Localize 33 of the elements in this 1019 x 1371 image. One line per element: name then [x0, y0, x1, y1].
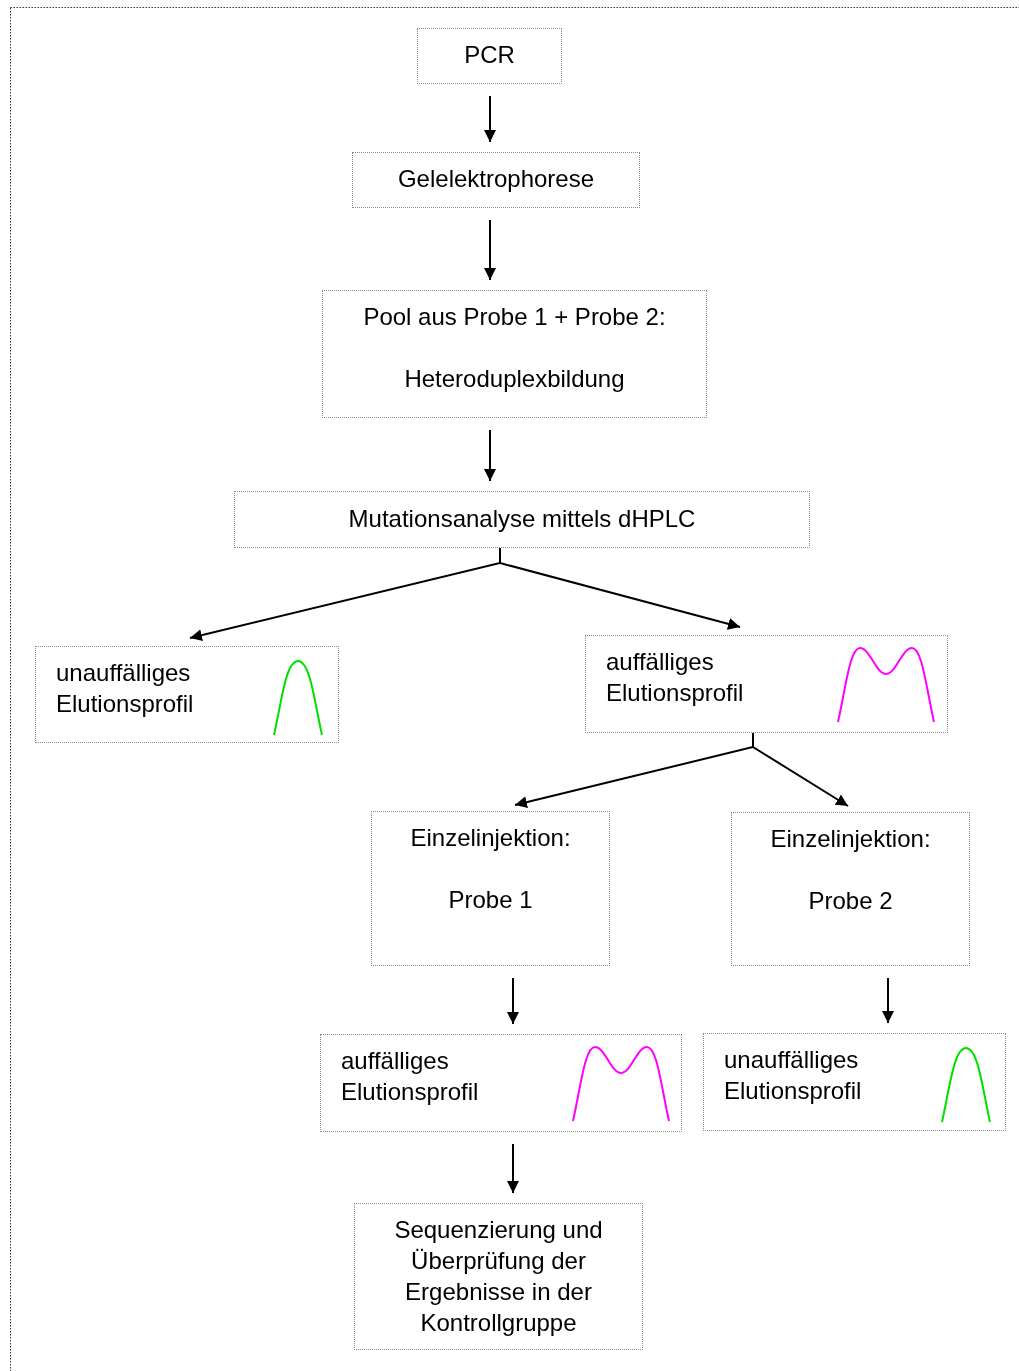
process-box — [417, 28, 562, 84]
box-text: Mutationsanalyse mittels dHPLC — [347, 504, 697, 534]
box-text: Pool aus Probe 1 + Probe 2: — [362, 302, 667, 332]
process-box — [703, 1033, 1006, 1131]
box-text: Heteroduplexbildung — [403, 364, 626, 394]
arrow — [484, 95, 496, 143]
process-box — [35, 646, 339, 743]
process-box — [322, 290, 707, 418]
process-box — [585, 635, 948, 733]
arrow — [507, 977, 519, 1025]
box-text: Einzelinjektion: — [409, 823, 572, 853]
box-text: unauffälliges Elutionsprofil — [724, 1045, 863, 1106]
arrow — [882, 977, 894, 1024]
arrow — [752, 732, 849, 807]
box-text: Probe 1 — [447, 885, 534, 915]
process-box — [320, 1034, 682, 1132]
box-text: Sequenzierung und Überprüfung der Ergebnisse in der Kontrollgruppe — [393, 1215, 604, 1338]
box-text: unauffälliges Elutionsprofil — [56, 658, 195, 719]
arrow — [484, 219, 496, 281]
process-box — [352, 152, 640, 208]
arrow — [499, 547, 741, 630]
arrow — [484, 429, 496, 482]
arrow — [507, 1143, 519, 1194]
box-text: auffälliges Elutionsprofil — [341, 1046, 480, 1107]
process-box — [234, 491, 810, 548]
box-text: PCR — [463, 40, 516, 70]
box-text: Einzelinjektion: — [769, 824, 932, 854]
process-box — [731, 812, 970, 966]
process-box — [354, 1203, 643, 1350]
box-text: Probe 2 — [807, 886, 894, 916]
box-text: auffälliges Elutionsprofil — [606, 647, 745, 708]
process-box — [371, 811, 610, 966]
box-text: Gelelektrophorese — [396, 164, 596, 194]
